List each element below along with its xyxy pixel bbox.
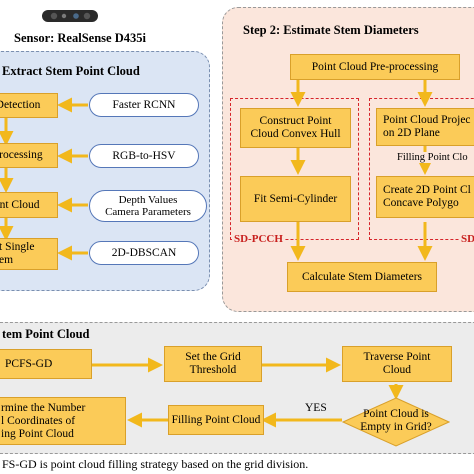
faster-rcnn-pill: Faster RCNN [89, 93, 199, 117]
depth-values-pill: Depth Values Camera Parameters [89, 190, 207, 222]
camera-icon [42, 9, 98, 23]
pcfs-title: tem Point Cloud [2, 327, 90, 341]
convex-hull-box: Construct Point Cloud Convex Hull [240, 108, 351, 148]
step2-title: Step 2: Estimate Stem Diameters [243, 23, 419, 37]
step1-title: Extract Stem Point Cloud [2, 64, 140, 78]
semi-cylinder-box: Fit Semi-Cylinder [240, 176, 351, 222]
concave-polygon-box: Create 2D Point Cl Concave Polygo [376, 176, 474, 218]
grid-threshold-box: Set the Grid Threshold [164, 346, 262, 382]
filling-point-cloud-box: Filling Point Cloud [168, 405, 264, 435]
determine-number-box: rmine the Number l Coordinates of ing Po… [0, 397, 126, 445]
calculate-diameters-box: Calculate Stem Diameters [287, 262, 437, 292]
single-stem-box: t Single em [0, 238, 58, 270]
projection-box: Point Cloud Projec on 2D Plane [376, 108, 474, 146]
sd-right-label: SD [459, 233, 474, 245]
preprocessing-step2-box: Point Cloud Pre-processing [290, 54, 460, 80]
yes-label: YES [305, 402, 327, 414]
pcfs-gd-box: PCFS-GD [0, 349, 92, 379]
sensor-label: Sensor: RealSense D435i [14, 31, 146, 45]
traverse-box: Traverse Point Cloud [342, 346, 452, 382]
sd-pcch-label: SD-PCCH [232, 233, 285, 245]
filling-point-label: Filling Point Clo [397, 152, 468, 163]
point-cloud-box: int Cloud [0, 192, 58, 218]
empty-grid-decision: Point Cloud is Empty in Grid? [342, 397, 450, 447]
rgb-hsv-pill: RGB-to-HSV [89, 144, 199, 168]
detection-box: Detection [0, 93, 58, 118]
footnote: FS-GD is point cloud filling strategy ba… [2, 457, 309, 471]
dbscan-pill: 2D-DBSCAN [89, 241, 199, 265]
preprocessing-box: processing [0, 143, 58, 168]
